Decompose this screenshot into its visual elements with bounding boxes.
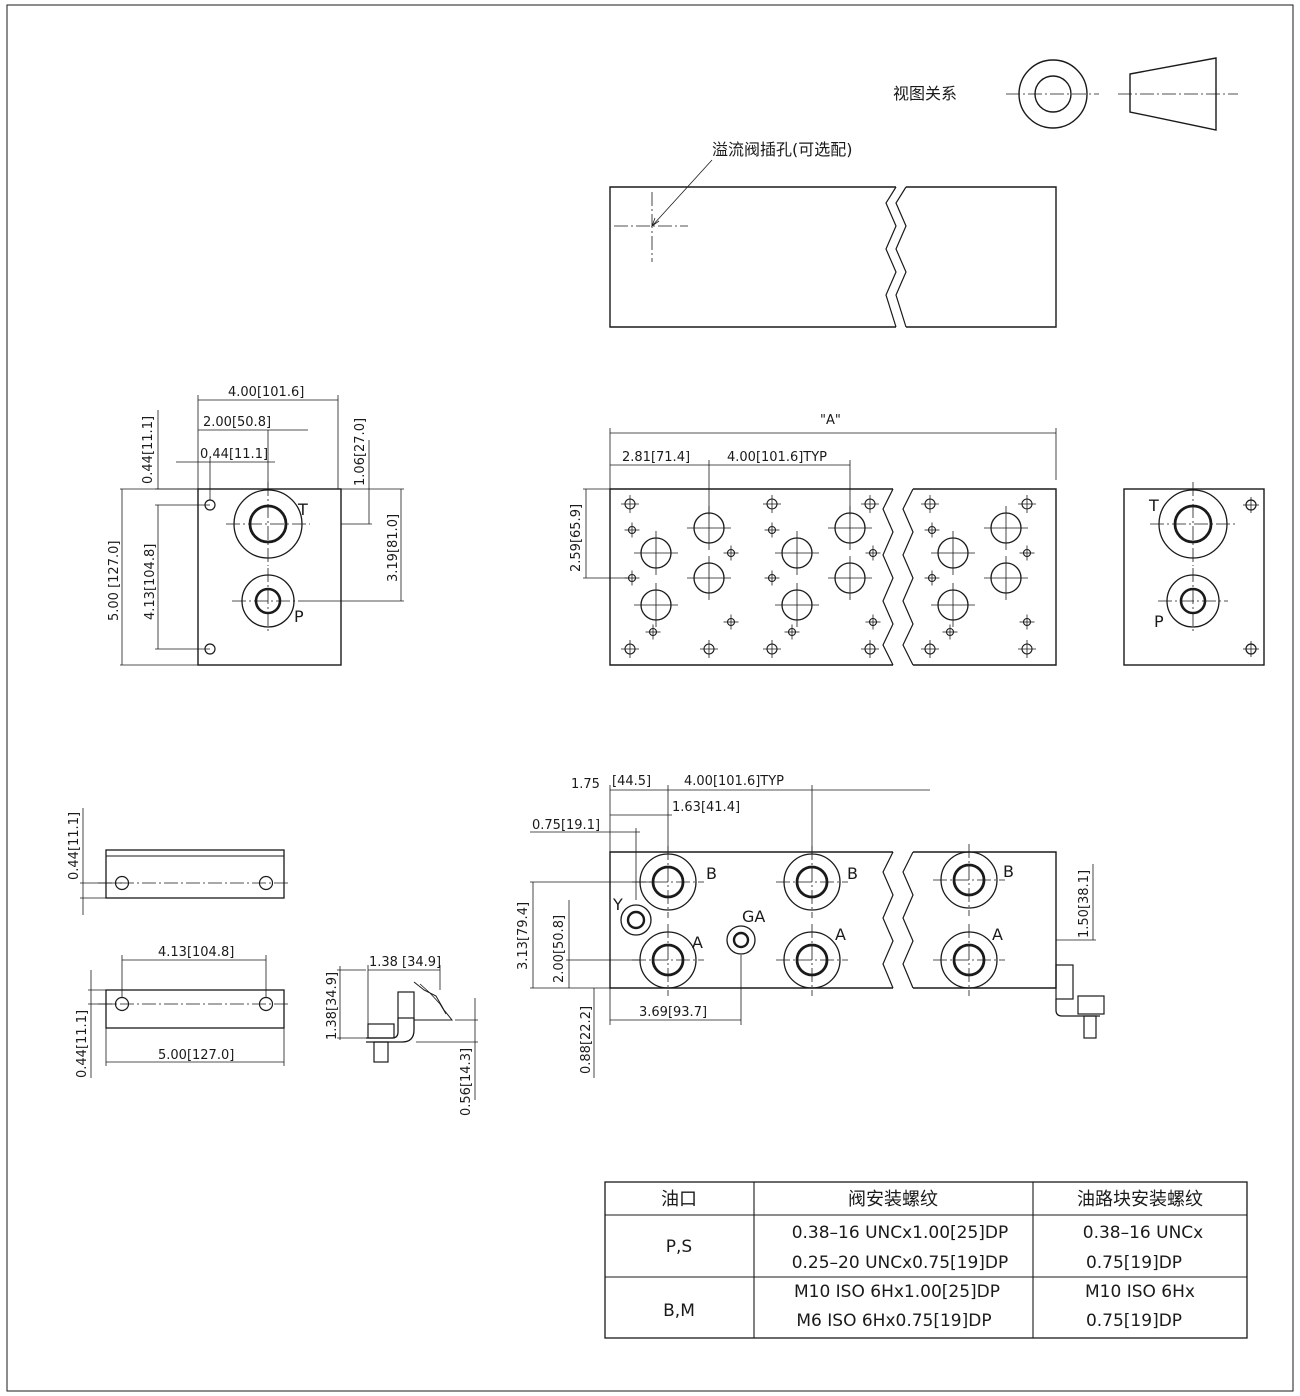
right-port-p-label: P	[1154, 612, 1164, 631]
sheet-border	[6, 4, 1294, 1392]
dim-bracket-side: 0.44[11.1]	[67, 812, 82, 880]
table-row-2-valve-a: M10 ISO 6Hx1.00[25]DP	[794, 1282, 1000, 1302]
table-header-port: 油口	[661, 1189, 697, 1210]
dim-foot-t: 0.56[14.3]	[459, 1048, 474, 1116]
dim-front-v2: 2.00[50.8]	[552, 915, 567, 983]
front-port-b-2: B	[847, 864, 858, 883]
dim-overall-a: "A"	[820, 413, 841, 428]
dim-front-d3: 0.75[19.1]	[532, 818, 600, 833]
front-port-y: Y	[612, 895, 623, 914]
front-view	[530, 785, 1096, 1078]
dim-height: 5.00 [127.0]	[107, 541, 122, 621]
dim-t-p: 3.19[81.0]	[386, 514, 401, 582]
table-row-1-manifold-b: 0.75[19]DP	[1086, 1253, 1182, 1273]
table-row-2-port: B,M	[663, 1301, 695, 1321]
dim-bracket-length: 5.00[127.0]	[158, 1048, 234, 1063]
dim-half: 2.00[50.8]	[203, 415, 271, 430]
dim-front-v3: 0.88[22.2]	[579, 1006, 594, 1074]
dim-plan-height: 2.59[65.9]	[569, 504, 584, 572]
dim-front-d1: 1.75	[571, 777, 600, 792]
dim-holes-v: 4.13[104.8]	[143, 544, 158, 620]
view-relation-label: 视图关系	[893, 84, 957, 103]
dim-front-r1: 1.50[38.1]	[1077, 870, 1092, 938]
end-view-left	[120, 395, 404, 666]
dim-foot-wb: [34.9]	[402, 955, 441, 970]
bracket-top	[80, 808, 288, 915]
dim-foot-w: 1.38	[369, 955, 398, 970]
right-port-t-label: T	[1148, 496, 1159, 515]
table-row-1-valve-b: 0.25–20 UNCx0.75[19]DP	[792, 1253, 1009, 1273]
port-t-label: T	[297, 500, 308, 519]
view-relation-symbol	[1006, 57, 1238, 131]
dim-bracket-side2: 0.44[11.1]	[75, 1010, 90, 1078]
dim-pitch: 4.00[101.6]TYP	[727, 450, 827, 465]
table-row-1-manifold-a: 0.38–16 UNCx	[1083, 1223, 1203, 1243]
table-header-manifold: 油路块安装螺纹	[1077, 1189, 1203, 1210]
relief-view	[609, 159, 1057, 328]
front-port-a-2: A	[835, 925, 846, 944]
table-row-2-manifold-b: 0.75[19]DP	[1086, 1311, 1182, 1331]
table-header-valve: 阀安装螺纹	[848, 1189, 938, 1210]
top-plan-view	[583, 428, 1057, 666]
end-view-right	[1123, 482, 1265, 666]
bracket-foot	[337, 965, 478, 1100]
table-row-2-manifold-a: M10 ISO 6Hx	[1085, 1282, 1195, 1302]
bracket-bottom	[88, 955, 288, 1078]
thread-table	[604, 1181, 1248, 1339]
port-p-label: P	[294, 607, 304, 626]
table-row-1-port: P,S	[666, 1237, 692, 1257]
dim-edge-v: 0.44[11.1]	[141, 416, 156, 484]
dim-width: 4.00[101.6]	[228, 385, 304, 400]
dim-front-h1: 3.69[93.7]	[639, 1005, 707, 1020]
front-port-b-1: B	[706, 864, 717, 883]
dim-edge: 0.44[11.1]	[200, 447, 268, 462]
relief-port-label: 溢流阀插孔(可选配)	[712, 140, 853, 159]
dim-t-offset: 1.06[27.0]	[353, 418, 368, 486]
dim-front-v1: 3.13[79.4]	[516, 902, 531, 970]
front-port-ga: GA	[742, 907, 765, 926]
dim-front-d1b: [44.5]	[612, 774, 651, 789]
dim-front-d2: 1.63[41.4]	[672, 800, 740, 815]
front-bracket	[1055, 964, 1105, 1039]
front-port-b-3: B	[1003, 862, 1014, 881]
dim-foot-h: 1.38[34.9]	[325, 972, 340, 1040]
front-port-a-3: A	[992, 925, 1003, 944]
dim-bracket-holes: 4.13[104.8]	[158, 945, 234, 960]
table-row-1-valve-a: 0.38–16 UNCx1.00[25]DP	[792, 1223, 1009, 1243]
dim-front-pitch: 4.00[101.6]TYP	[684, 774, 784, 789]
table-row-2-valve-b: M6 ISO 6Hx0.75[19]DP	[796, 1311, 991, 1331]
dim-first: 2.81[71.4]	[622, 450, 690, 465]
front-port-a-1: A	[692, 933, 703, 952]
